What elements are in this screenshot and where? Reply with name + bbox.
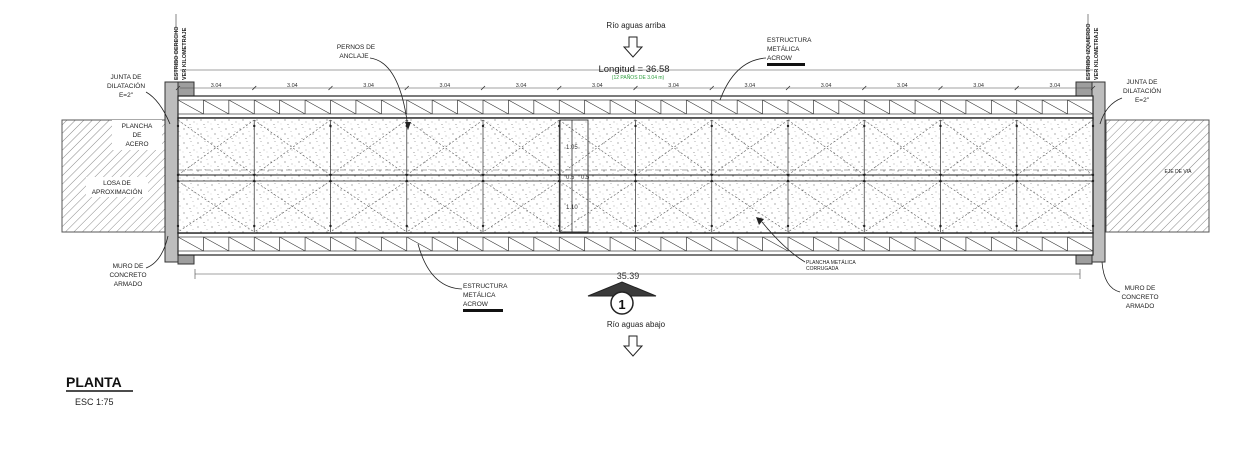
- losa-label-2: APROXIMACIÓN: [92, 187, 143, 196]
- muro-left-3: ARMADO: [114, 281, 143, 288]
- plancha-acero-1: PLANCHA: [122, 123, 153, 130]
- right-approach-slab: [1105, 119, 1210, 233]
- overall-length-label: Longitud = 36.58: [598, 64, 669, 75]
- estructura-top-underline: [767, 63, 805, 66]
- flow-upstream-label: Río aguas arriba: [606, 21, 666, 30]
- estructura-top-3: ACROW: [767, 55, 793, 62]
- panel-dimension-label: 3.04: [821, 83, 832, 89]
- junta-left-3: E=2": [119, 92, 134, 99]
- plancha-acero-3: ACERO: [125, 141, 148, 148]
- estructura-top-1: ESTRUCTURA: [767, 37, 812, 44]
- downstream-arrow-icon: [622, 335, 644, 357]
- left-abutment-ref: VER KILOMETRAJE: [182, 27, 188, 80]
- estructura-top-2: METÁLICA: [767, 44, 800, 53]
- panel-dimension-label: 3.04: [897, 83, 908, 89]
- junta-left-2: DILATACIÓN: [107, 81, 145, 90]
- flow-downstream-label: Río aguas abajo: [607, 320, 666, 329]
- panel-dimension-label: 3.04: [745, 83, 756, 89]
- plancha-corrugada-2: CORRUGADA: [806, 266, 839, 272]
- pernos-label-1: PERNOS DE: [337, 44, 376, 51]
- section-marker-number: 1: [618, 297, 625, 312]
- deck-dim-2: 0.5: [566, 175, 575, 181]
- estructura-bottom-3: ACROW: [463, 301, 489, 308]
- top-dimension-labels: 3.04 3.04 3.04 3.04 3.04 3.04 3.04 3.04 3.04 3.04…: [175, 83, 1096, 91]
- right-wall-cap-top: [1075, 81, 1093, 97]
- section-marker-circle: [610, 291, 634, 315]
- upstream-arrow-icon: [622, 36, 644, 58]
- pernos-label-2: ANCLAJE: [339, 53, 369, 60]
- muro-right-1: MURO DE: [1125, 285, 1156, 292]
- left-abutment-label: ESTRIBO DERECHO: [174, 26, 180, 80]
- panel-dimension-label: 3.04: [516, 83, 527, 89]
- panel-dimension-label: 3.04: [211, 83, 222, 89]
- left-wall-cap-top: [177, 81, 195, 97]
- panel-dimension-label: 3.04: [363, 83, 374, 89]
- drawing-scale: ESC 1:75: [75, 397, 114, 407]
- estructura-bottom-underline: [463, 309, 503, 312]
- estructura-bottom-2: METÁLICA: [463, 290, 496, 299]
- panel-dimension-label: 3.04: [592, 83, 603, 89]
- spans-note: (12 PAÑOS DE 3.04 m): [612, 74, 665, 81]
- corrugada-leader-arrow: [756, 217, 764, 225]
- right-abutment-ref: VER KILOMETRAJE: [1094, 27, 1100, 80]
- muro-left-1: MURO DE: [113, 263, 144, 270]
- deck-dim-4: 1.10: [566, 205, 578, 211]
- eje-via-label: EJE DE VIA: [1165, 169, 1193, 175]
- deck-dim-1: 1.05: [566, 145, 578, 151]
- junta-right-1: JUNTA DE: [1127, 79, 1159, 86]
- plancha-corrugada-1: PLANCHA METÁLICA: [806, 259, 856, 266]
- inner-length-label: 35.39: [617, 271, 640, 281]
- plancha-acero-2: DE: [132, 132, 142, 139]
- drawing-title: PLANTA: [66, 374, 122, 390]
- bottom-truss-web: [177, 236, 1094, 252]
- junta-left-1: JUNTA DE: [111, 74, 143, 81]
- deck-dim-3: 0.5: [581, 175, 590, 181]
- panel-dimension-label: 3.04: [668, 83, 679, 89]
- junta-right-2: DILATACIÓN: [1123, 86, 1161, 95]
- right-abutment-label: ESTRIBO IZQUIERDO: [1086, 23, 1092, 80]
- muro-left-2: CONCRETO: [109, 272, 146, 279]
- panel-dimension-label: 3.04: [1050, 83, 1061, 89]
- muro-right-2: CONCRETO: [1121, 294, 1158, 301]
- junta-right-3: E=2": [1135, 97, 1150, 104]
- pernos-leader-arrow: [405, 122, 411, 130]
- panel-dimension-label: 3.04: [973, 83, 984, 89]
- panel-dimension-label: 3.04: [287, 83, 298, 89]
- panel-dimension-label: 3.04: [440, 83, 451, 89]
- estructura-bottom-1: ESTRUCTURA: [463, 283, 508, 290]
- center-joint: [559, 119, 589, 233]
- top-truss-web: [177, 99, 1094, 115]
- muro-right-3: ARMADO: [1126, 303, 1155, 310]
- losa-label-1: LOSA DE: [103, 180, 131, 187]
